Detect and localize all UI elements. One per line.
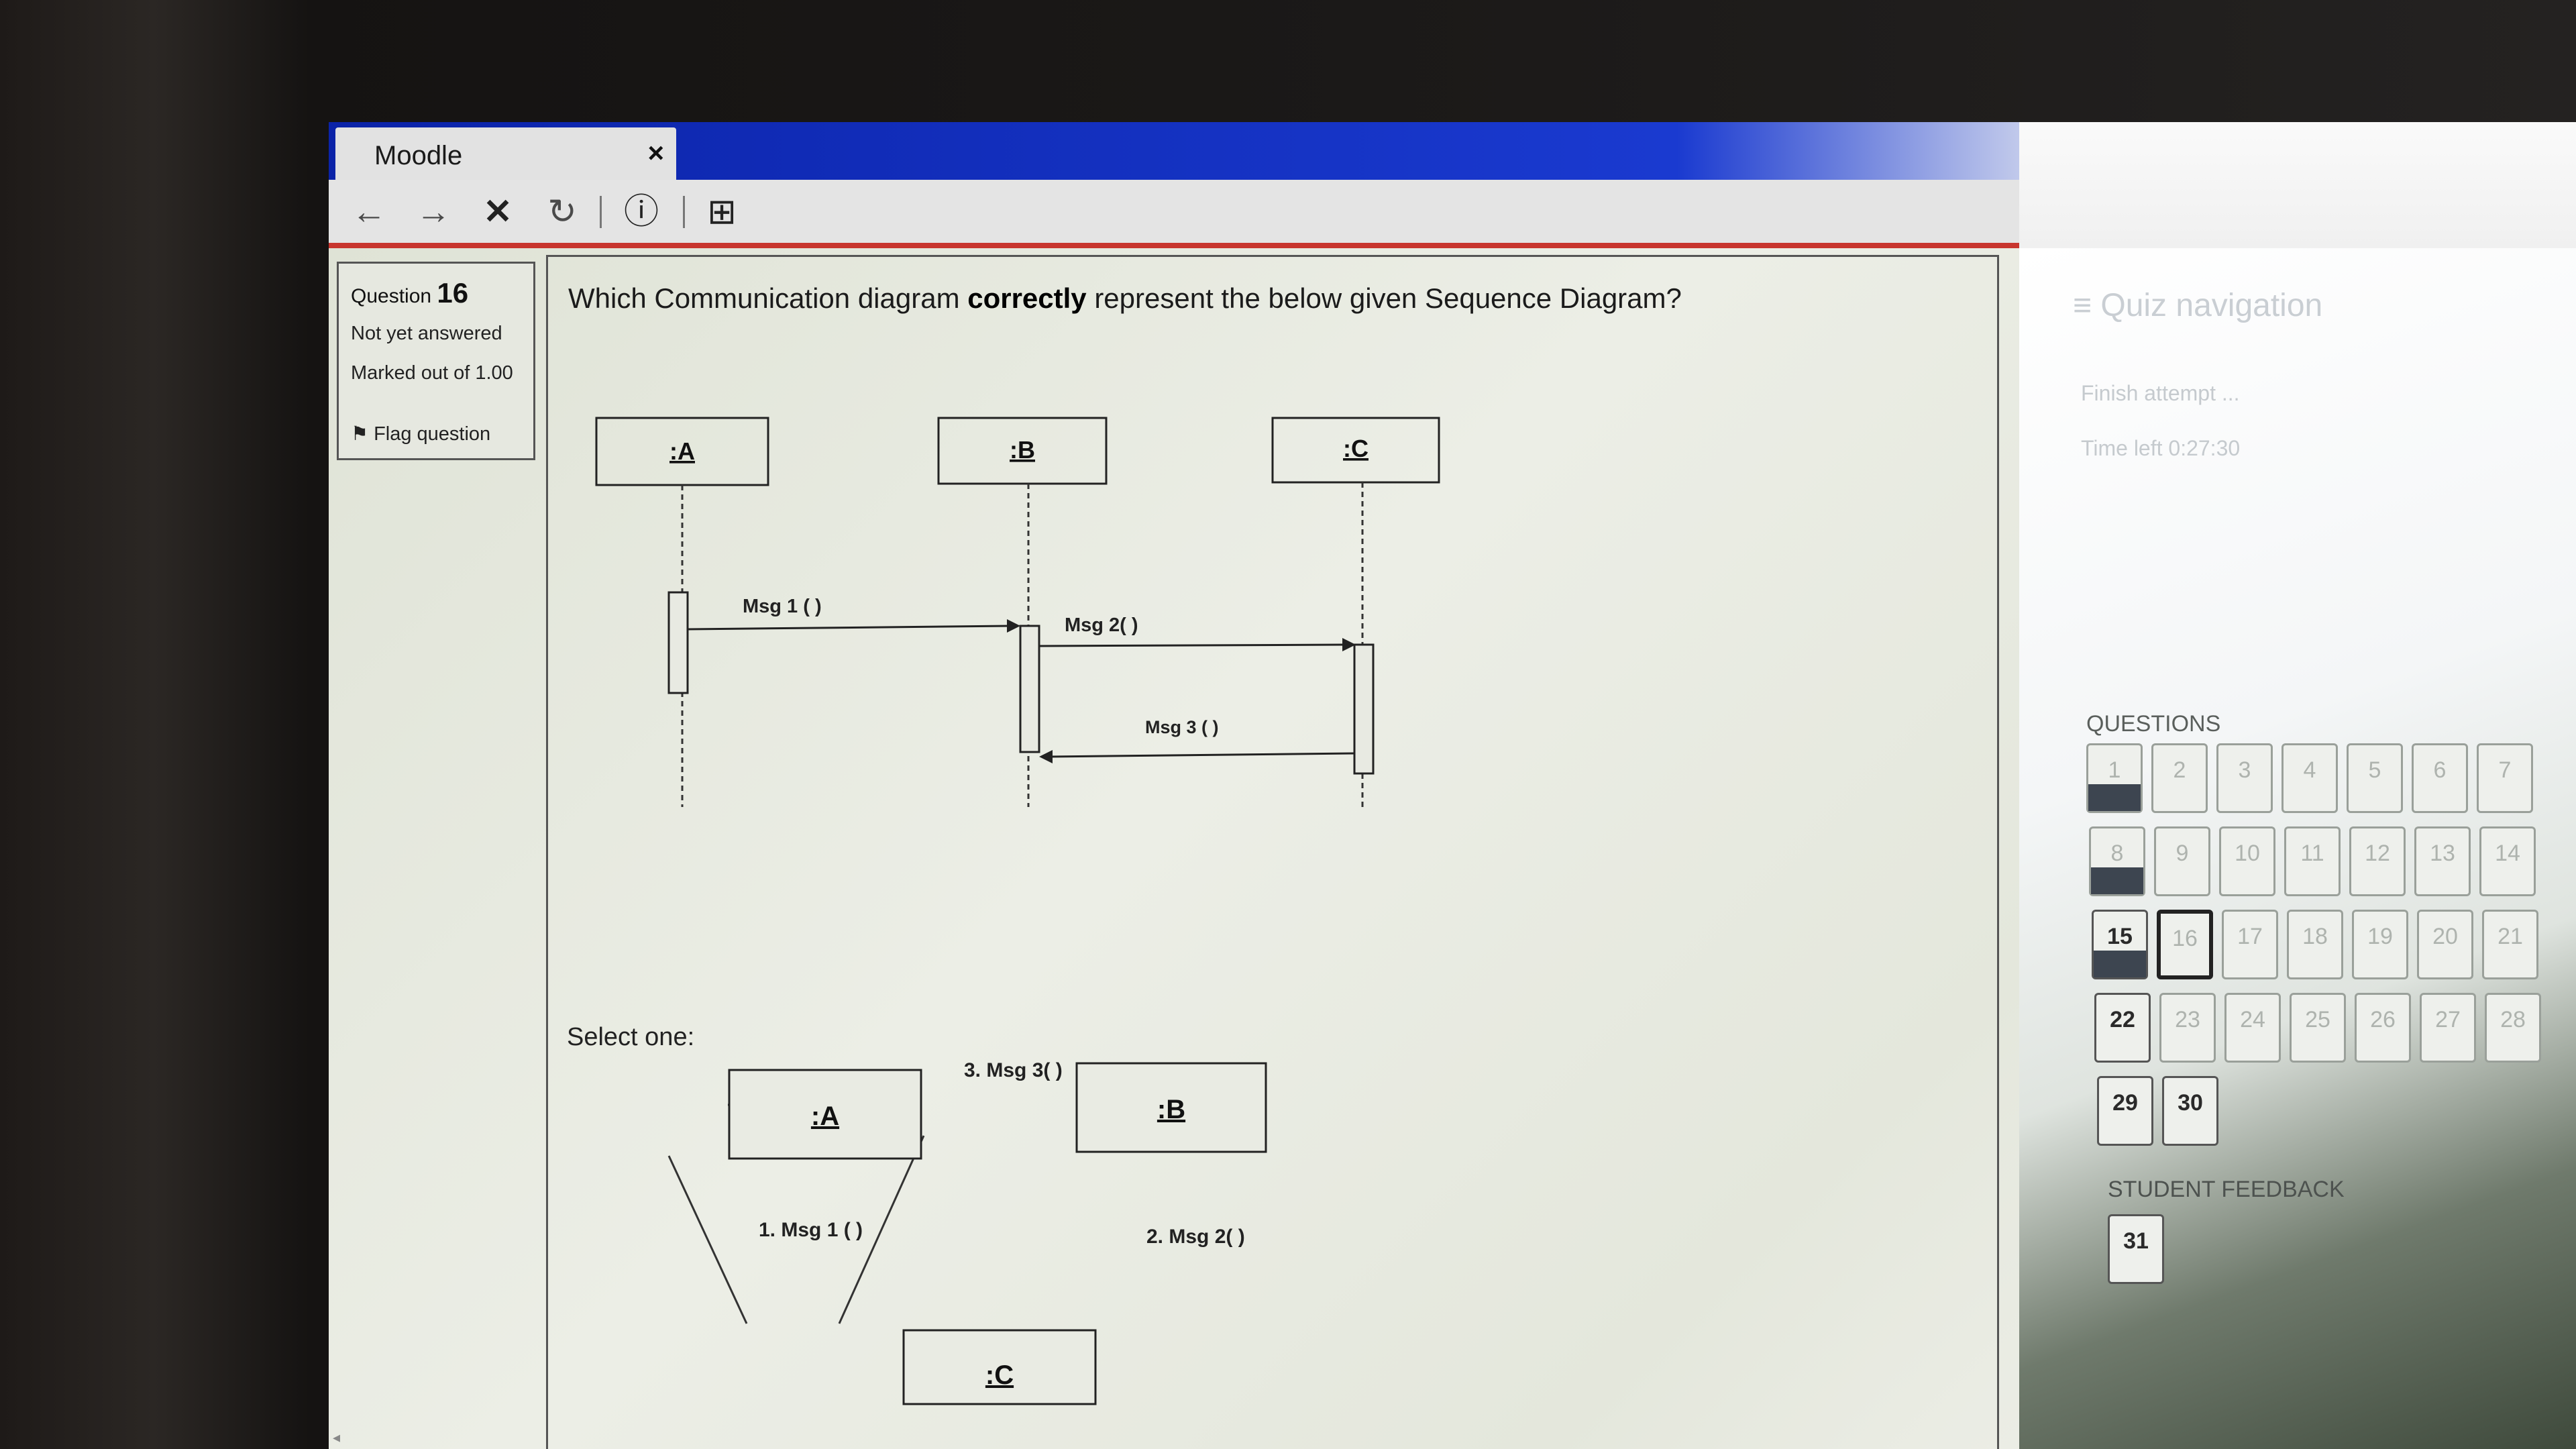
quiz-page: Question 16 Not yet answered Marked out … — [329, 122, 2576, 1449]
question-nav-button[interactable]: 11 — [2284, 826, 2341, 896]
sequence-diagram: :A :B :C Msg 1 ( ) Msg 2( ) — [595, 417, 1440, 807]
glare-top — [2019, 122, 2576, 248]
question-nav-button[interactable]: 21 — [2482, 910, 2538, 979]
question-nav-button[interactable]: 6 — [2412, 743, 2468, 813]
question-content: Which Communication diagram correctly re… — [546, 255, 1999, 1449]
seq-activation-c — [1353, 643, 1375, 775]
questions-label: QUESTIONS — [2086, 711, 2221, 737]
comm-object-b-label: :B — [1157, 1095, 1185, 1124]
seq-message-3-line — [1048, 752, 1355, 758]
question-nav-button[interactable]: 25 — [2290, 993, 2346, 1063]
tab-title: Moodle — [374, 141, 463, 170]
toolbar-separator — [600, 196, 602, 228]
seq-object-b-label: :B — [1010, 436, 1035, 464]
question-nav-button[interactable]: 13 — [2414, 826, 2471, 896]
seq-message-2-arrowhead — [1342, 638, 1356, 651]
comm-link-label-1: 1. Msg 1 ( ) — [759, 1219, 863, 1241]
page-action-icon[interactable]: ⊞ — [707, 193, 737, 231]
scroll-left-arrow-icon[interactable]: ◂ — [333, 1429, 341, 1446]
question-nav-button[interactable]: 18 — [2287, 910, 2343, 979]
quiz-navigation-title: ≡ Quiz navigation — [2073, 287, 2322, 324]
question-nav-button[interactable]: 2 — [2151, 743, 2208, 813]
question-text-part: represent the below given Sequence Diagr… — [1086, 282, 1682, 314]
question-nav-button[interactable]: 3 — [2216, 743, 2273, 813]
tab-moodle[interactable]: Moodle × — [335, 127, 676, 180]
quiz-navigation-title-text: Quiz navigation — [2100, 288, 2323, 323]
seq-message-1-arrowhead — [1007, 619, 1020, 633]
question-nav-button[interactable]: 7 — [2477, 743, 2533, 813]
question-nav-button[interactable]: 8 — [2089, 826, 2145, 896]
feedback-nav-button[interactable]: 31 — [2108, 1214, 2164, 1284]
student-feedback-label: STUDENT FEEDBACK — [2108, 1177, 2345, 1202]
question-label: Question — [351, 285, 432, 307]
question-nav-button[interactable]: 1 — [2086, 743, 2143, 813]
question-nav-button[interactable]: 17 — [2222, 910, 2278, 979]
question-text-emphasis: correctly — [967, 282, 1087, 314]
info-icon[interactable]: ⓘ — [623, 193, 659, 231]
comm-object-c-label: :C — [985, 1360, 1014, 1390]
question-nav-button[interactable]: 27 — [2420, 993, 2476, 1063]
question-text: Which Communication diagram correctly re… — [568, 282, 1682, 315]
toolbar-separator — [683, 196, 685, 228]
comm-link-label-3: 3. Msg 3( ) — [964, 1059, 1063, 1081]
question-nav-button[interactable]: 10 — [2219, 826, 2275, 896]
question-nav-button[interactable]: 9 — [2154, 826, 2210, 896]
finish-attempt-link[interactable]: Finish attempt ... — [2081, 381, 2240, 405]
question-nav-button[interactable]: 22 — [2094, 993, 2151, 1063]
comm-object-b-box — [1075, 1062, 1267, 1153]
comm-link-label-2: 2. Msg 2( ) — [1146, 1226, 1245, 1248]
question-nav-button[interactable]: 14 — [2479, 826, 2536, 896]
back-arrow-icon[interactable]: ← — [352, 193, 386, 231]
seq-message-3-arrowhead — [1039, 750, 1053, 763]
reload-icon[interactable]: ↻ — [547, 193, 577, 231]
question-nav-button[interactable]: 19 — [2352, 910, 2408, 979]
question-number-value: 16 — [437, 277, 469, 309]
comm-object-a-box — [728, 1069, 922, 1160]
answer-status: Not yet answered — [351, 323, 502, 344]
flag-question-link[interactable]: ⚑ Flag question — [351, 422, 490, 445]
seq-message-2-line — [1038, 643, 1347, 647]
question-nav-button[interactable]: 12 — [2349, 826, 2406, 896]
marked-out-of: Marked out of 1.00 — [351, 362, 513, 384]
question-nav-button[interactable]: 26 — [2355, 993, 2411, 1063]
question-info-panel: Question 16 Not yet answered Marked out … — [337, 262, 535, 460]
seq-activation-b — [1019, 625, 1040, 753]
seq-object-a-label: :A — [669, 437, 695, 465]
seq-object-b-box — [937, 417, 1108, 485]
question-number: Question 16 — [351, 277, 468, 309]
comm-object-c-box — [902, 1329, 1097, 1405]
question-nav-button[interactable]: 5 — [2347, 743, 2403, 813]
seq-object-c-label: :C — [1343, 435, 1368, 462]
question-nav-button[interactable]: 16 — [2157, 910, 2213, 979]
menu-icon: ≡ — [2073, 288, 2092, 323]
close-tab-icon[interactable]: × — [647, 137, 664, 168]
stop-icon[interactable]: ✕ — [483, 193, 513, 231]
question-nav-button[interactable]: 28 — [2485, 993, 2541, 1063]
seq-message-3-label: Msg 3 ( ) — [1145, 717, 1219, 737]
comm-link-b-c — [838, 1135, 925, 1324]
question-nav-button[interactable]: 4 — [2282, 743, 2338, 813]
question-text-part: Which Communication diagram — [568, 282, 968, 314]
flag-question-label: Flag question — [374, 423, 491, 445]
flag-icon: ⚑ — [351, 423, 368, 445]
browser-window: Moodle × ← → ✕ ↻ ⓘ ⊞ Question 16 Not yet… — [329, 122, 2576, 1449]
question-nav-button[interactable]: 15 — [2092, 910, 2148, 979]
select-one-label: Select one: — [567, 1023, 695, 1051]
question-nav-button[interactable]: 30 — [2162, 1076, 2218, 1146]
question-nav-button[interactable]: 24 — [2224, 993, 2281, 1063]
time-left: Time left 0:27:30 — [2081, 436, 2241, 460]
seq-message-1-line — [687, 625, 1012, 631]
question-nav-button[interactable]: 20 — [2417, 910, 2473, 979]
forward-arrow-icon[interactable]: → — [416, 193, 451, 231]
communication-diagram-option[interactable]: :A :B :C 3. Msg 3( ) 1. Msg 1 ( ) 2. Msg… — [548, 1049, 1487, 1449]
seq-activation-a — [667, 591, 689, 694]
seq-message-1-label: Msg 1 ( ) — [743, 596, 822, 617]
question-nav-button[interactable]: 29 — [2097, 1076, 2153, 1146]
seq-message-2-label: Msg 2( ) — [1065, 614, 1138, 636]
comm-object-a-label: :A — [811, 1102, 839, 1131]
seq-object-c-box — [1271, 417, 1440, 484]
comm-link-a-c — [667, 1155, 748, 1324]
question-nav-button[interactable]: 23 — [2159, 993, 2216, 1063]
